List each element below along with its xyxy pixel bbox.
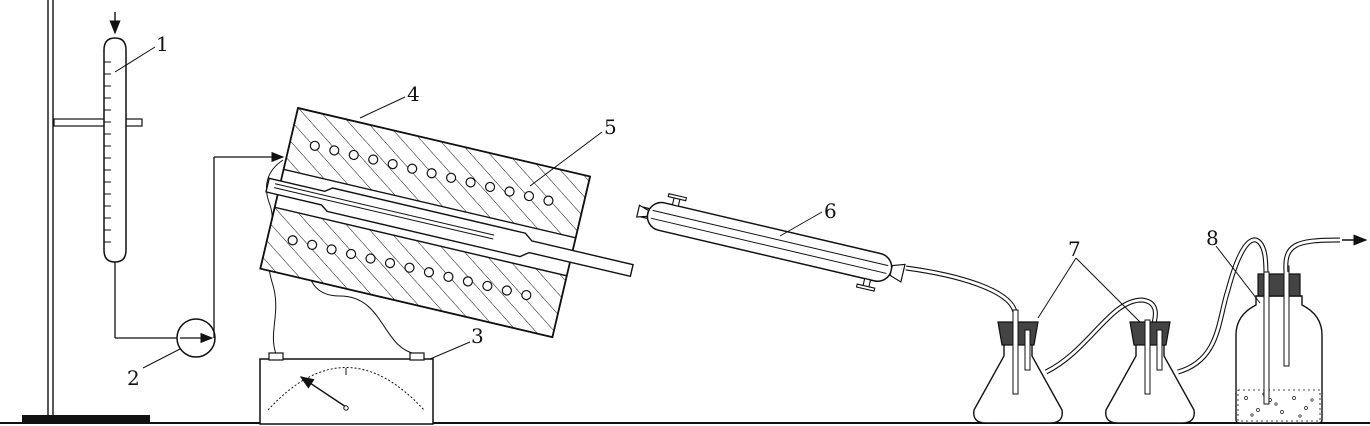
bottle-liquid [1237,389,1321,422]
burette: 1 [103,12,178,339]
label-2-leader [142,348,181,369]
label-4-leader [359,96,406,119]
label-2: 2 [127,366,140,390]
tube-furnace [259,106,634,339]
terminal-left [268,352,284,361]
outlet-tube [1283,237,1341,273]
receiving-flask-2 [1105,319,1195,424]
label-8: 8 [1206,226,1219,250]
label-7: 7 [1068,237,1081,261]
pump: 2 [127,151,285,390]
terminal-right [409,352,425,361]
label-5-leader [529,131,603,187]
label-7-leaders [1037,257,1141,323]
retort-stand [22,0,150,424]
label-5: 5 [604,115,617,139]
label-1: 1 [156,32,169,56]
condenser [635,192,906,292]
label-4: 4 [407,82,420,106]
stand-clamp [53,118,143,127]
label-3: 3 [471,324,484,348]
temperature-controller: 3 [259,324,484,425]
thermowell [274,183,495,236]
label-1-leader [114,46,156,73]
tube-to-flask-1 [905,265,1018,313]
label-3-leader [429,341,471,360]
label-8-leader [1215,245,1261,304]
label-6-leader [779,211,823,237]
receiving-flask-1 [973,309,1063,424]
label-6: 6 [824,199,837,223]
wash-bottle [1235,265,1323,424]
